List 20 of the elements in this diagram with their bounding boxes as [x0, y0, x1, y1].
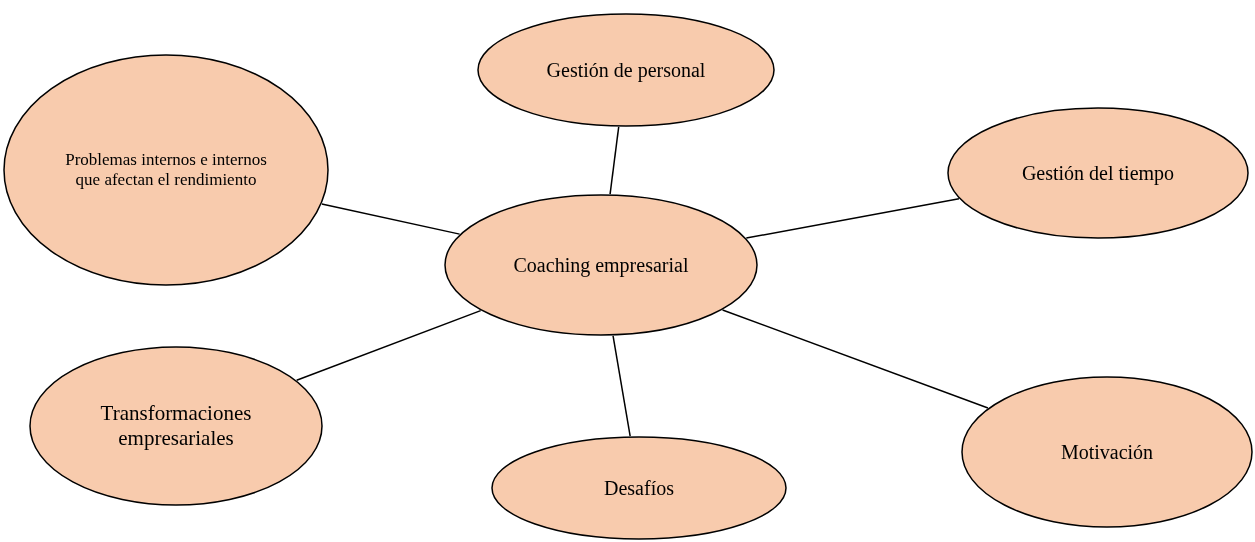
ellipse-node [444, 194, 758, 336]
ellipse-node [961, 376, 1253, 528]
node-text: Transformaciones empresariales [99, 400, 253, 452]
connector-line [609, 126, 620, 195]
node-text: Gestión del tiempo [1020, 161, 1176, 185]
ellipse-node [947, 107, 1249, 239]
connector-line [612, 335, 631, 437]
node-text: Problemas internos e internos que afectan el rendimiento [64, 149, 268, 191]
ellipse-node [477, 13, 775, 127]
connector-line [721, 309, 989, 409]
connector-line [321, 203, 461, 235]
ellipse-node [3, 54, 329, 286]
connector-line [295, 309, 482, 382]
node-text: Desafíos [603, 476, 675, 500]
ellipse-node [29, 346, 323, 506]
connector-line [745, 198, 960, 239]
node-text: Motivación [1059, 440, 1155, 464]
ellipse-node [491, 436, 787, 540]
node-text: Gestión de personal [545, 58, 707, 82]
node-text: Coaching empresarial [512, 253, 690, 277]
